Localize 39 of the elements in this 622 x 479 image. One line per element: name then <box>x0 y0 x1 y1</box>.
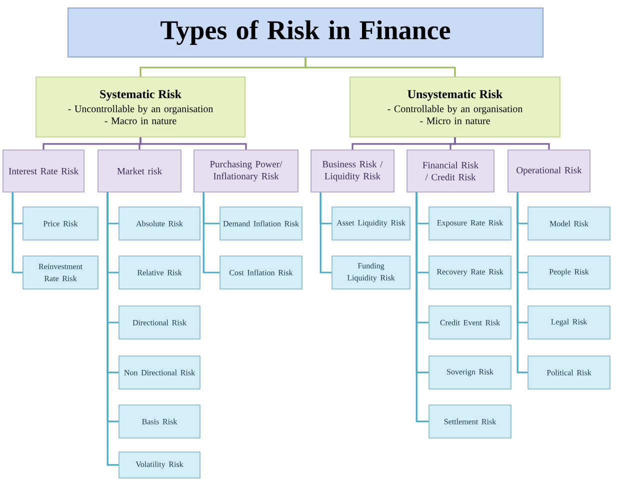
risk-box: Settlement Risk <box>428 404 512 438</box>
risk-box: People Risk <box>528 256 610 290</box>
title-box: Types of Risk in Finance <box>68 8 544 58</box>
subcategory-box: Market risk <box>98 150 182 192</box>
risk-box: Reinvestment Rate Risk <box>22 256 98 290</box>
risk-box: Cost Inflation Risk <box>220 256 302 290</box>
connector-line <box>304 58 456 77</box>
connector-line <box>202 192 220 274</box>
risk-box: Asset Liquidity Risk <box>332 206 410 240</box>
connector-line <box>140 137 247 150</box>
risk-box: Exposure Rate Risk <box>428 206 512 240</box>
risk-box: Funding Liquidity Risk <box>332 256 410 290</box>
risk-box: Soverign Risk <box>428 356 512 390</box>
connector-line <box>454 137 550 150</box>
category-box: Systematic Risk - Uncontrollable by an organisation - Macro in nature <box>36 76 246 138</box>
risk-box: Model Risk <box>528 206 610 240</box>
risk-box: Relative Risk <box>118 256 200 290</box>
risk-box: Basis Risk <box>118 404 200 438</box>
risk-box: Recovery Rate Risk <box>428 256 512 290</box>
connector-line <box>106 192 119 466</box>
risk-box: Absolute Risk <box>118 206 200 240</box>
subcategory-box: Business Risk / Liquidity Risk <box>310 150 394 192</box>
connector-line <box>320 192 332 274</box>
subcategory-box: Operational Risk <box>508 150 590 192</box>
risk-box: Directional Risk <box>118 306 200 340</box>
connector-line <box>12 192 23 274</box>
risk-box: Legal Risk <box>528 306 610 340</box>
risk-box: Volatility Risk <box>118 452 200 478</box>
risk-box: Credit Event Risk <box>428 306 512 340</box>
connector-line <box>516 192 528 374</box>
category-box: Unsystematic Risk - Controllable by an organisation - Micro in nature <box>350 76 560 138</box>
connector-line <box>416 192 429 422</box>
subcategory-box: Financial Risk / Credit Risk <box>406 150 494 192</box>
risk-box: Demand Inflation Risk <box>220 206 302 240</box>
risk-box: Price Risk <box>22 206 98 240</box>
subcategory-box: Interest Rate Risk <box>2 150 84 192</box>
subcategory-box: Purchasing Power/ Inflationary Risk <box>194 150 298 192</box>
risk-box: Political Risk <box>528 356 610 390</box>
risk-box: Non Directional Risk <box>118 356 200 390</box>
